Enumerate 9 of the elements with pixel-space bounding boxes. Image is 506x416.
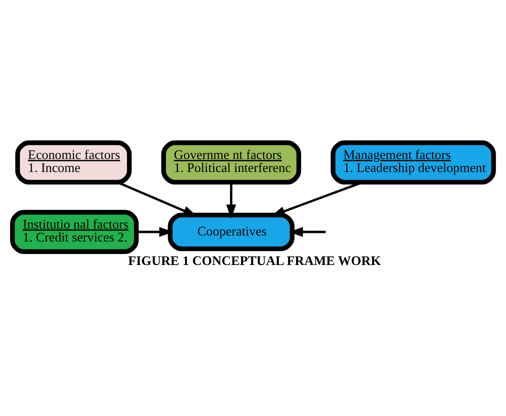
node-box: Institutio nal factors 1. Credit services 2. [10,210,139,254]
arrow [226,182,236,219]
node-box: Economic factors 1. Income [15,140,132,185]
caption: FIGURE 1 CONCEPTUAL FRAME WORK [128,252,381,268]
node-box: Cooperatives [168,212,295,252]
arrow [136,227,174,237]
arrow [288,227,326,237]
node-box: Governme nt factors 1. Political interferenc [161,140,302,185]
node-box: Management factors 1. Leadership development [330,140,496,185]
